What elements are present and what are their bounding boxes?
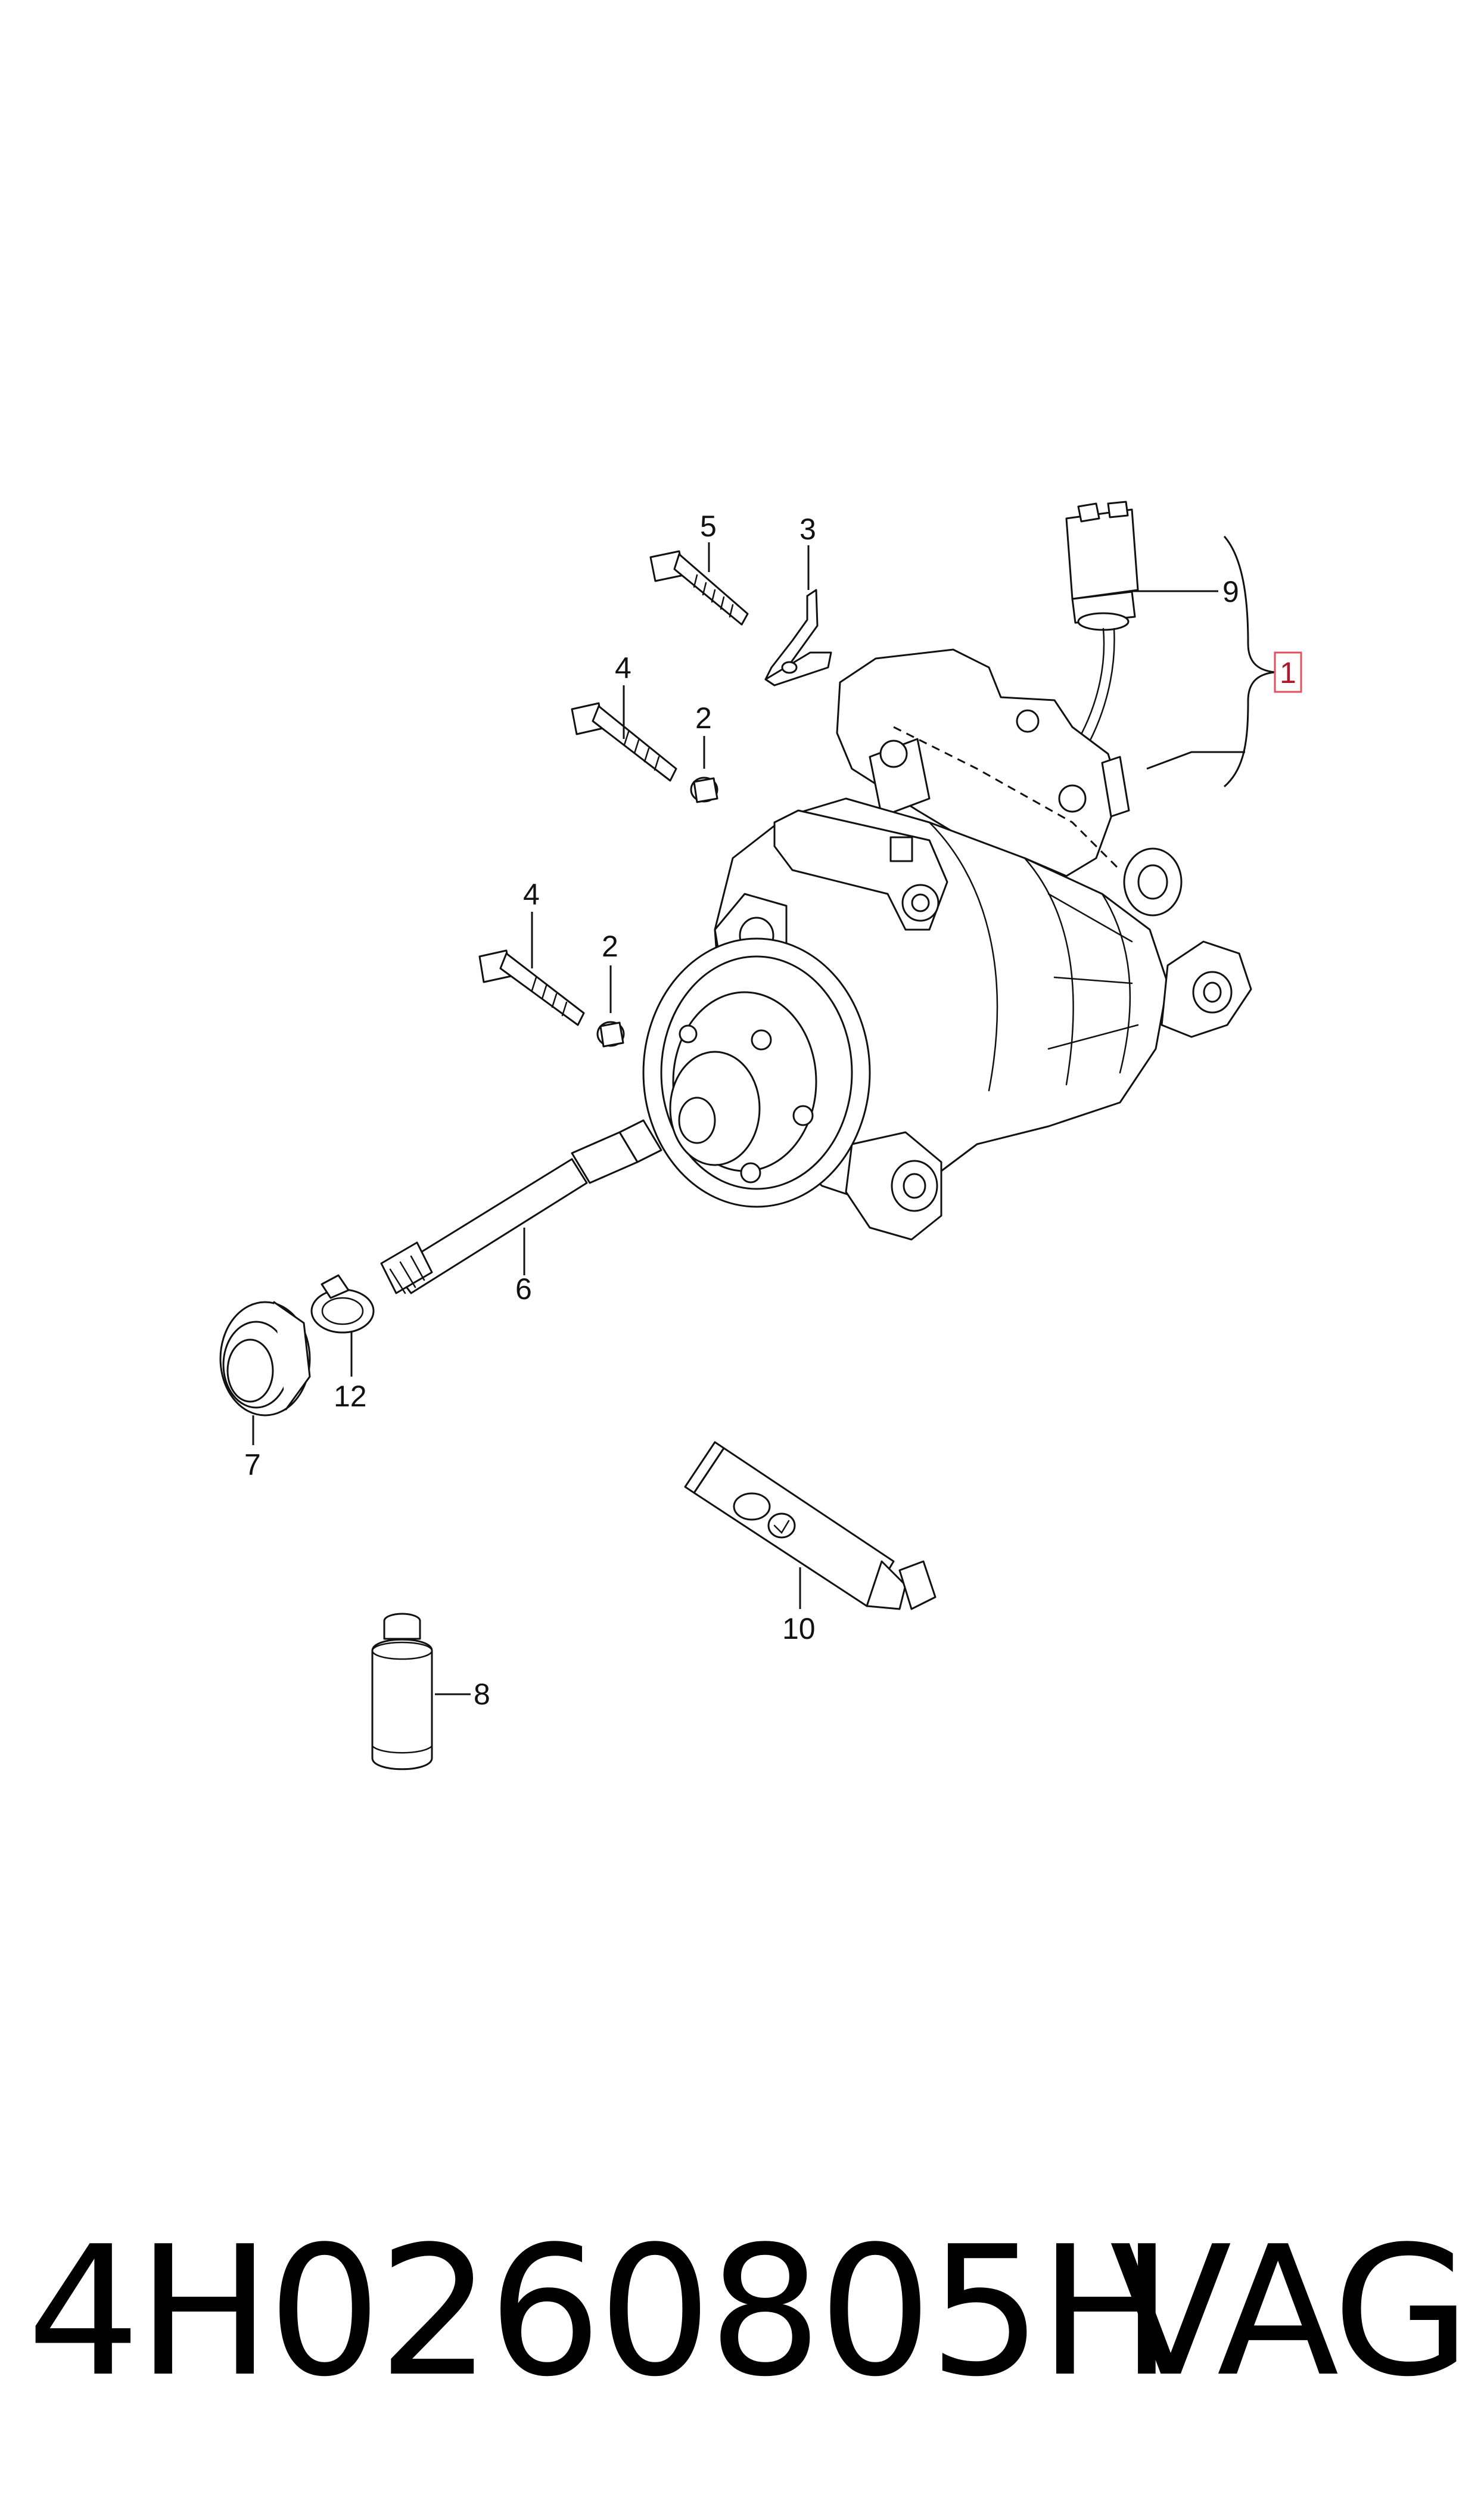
callout-7: 7 [244, 1448, 261, 1481]
callout-10: 10 [782, 1612, 816, 1645]
compressor-body [642, 648, 1252, 1241]
callout-8: 8 [474, 1678, 490, 1711]
bolt-5 [649, 550, 749, 626]
reference-dashed-line [893, 726, 1121, 871]
callout-1-box [1274, 651, 1302, 693]
callout-2-upper: 2 [695, 701, 712, 735]
sleeve-2-lower [596, 1021, 625, 1048]
bolt-4-lower [478, 949, 585, 1026]
callout-5: 5 [700, 510, 717, 543]
callout-4-lower: 4 [523, 878, 540, 911]
callout-12: 12 [334, 1380, 367, 1413]
sensor-connector-9 [1065, 501, 1139, 757]
brand-label: VAG [1109, 2208, 1471, 2416]
grease-tube-10 [684, 1441, 937, 1610]
bolt-4-upper [571, 702, 677, 782]
callout-3: 3 [799, 513, 816, 546]
callout-4-upper: 4 [615, 651, 631, 685]
callout-1: 1 [1280, 656, 1296, 689]
callout-6: 6 [515, 1272, 532, 1306]
sleeve-2-upper [690, 776, 718, 803]
seal-cap-7 [219, 1301, 311, 1417]
shaft-6 [380, 1119, 662, 1294]
callout-9: 9 [1222, 575, 1239, 608]
callout-2-lower: 2 [602, 930, 618, 963]
bracket-3 [764, 589, 832, 687]
oil-bottle-8 [371, 1613, 433, 1771]
part-number: 4H0260805H [27, 2208, 1173, 2416]
clip-12 [310, 1274, 375, 1334]
